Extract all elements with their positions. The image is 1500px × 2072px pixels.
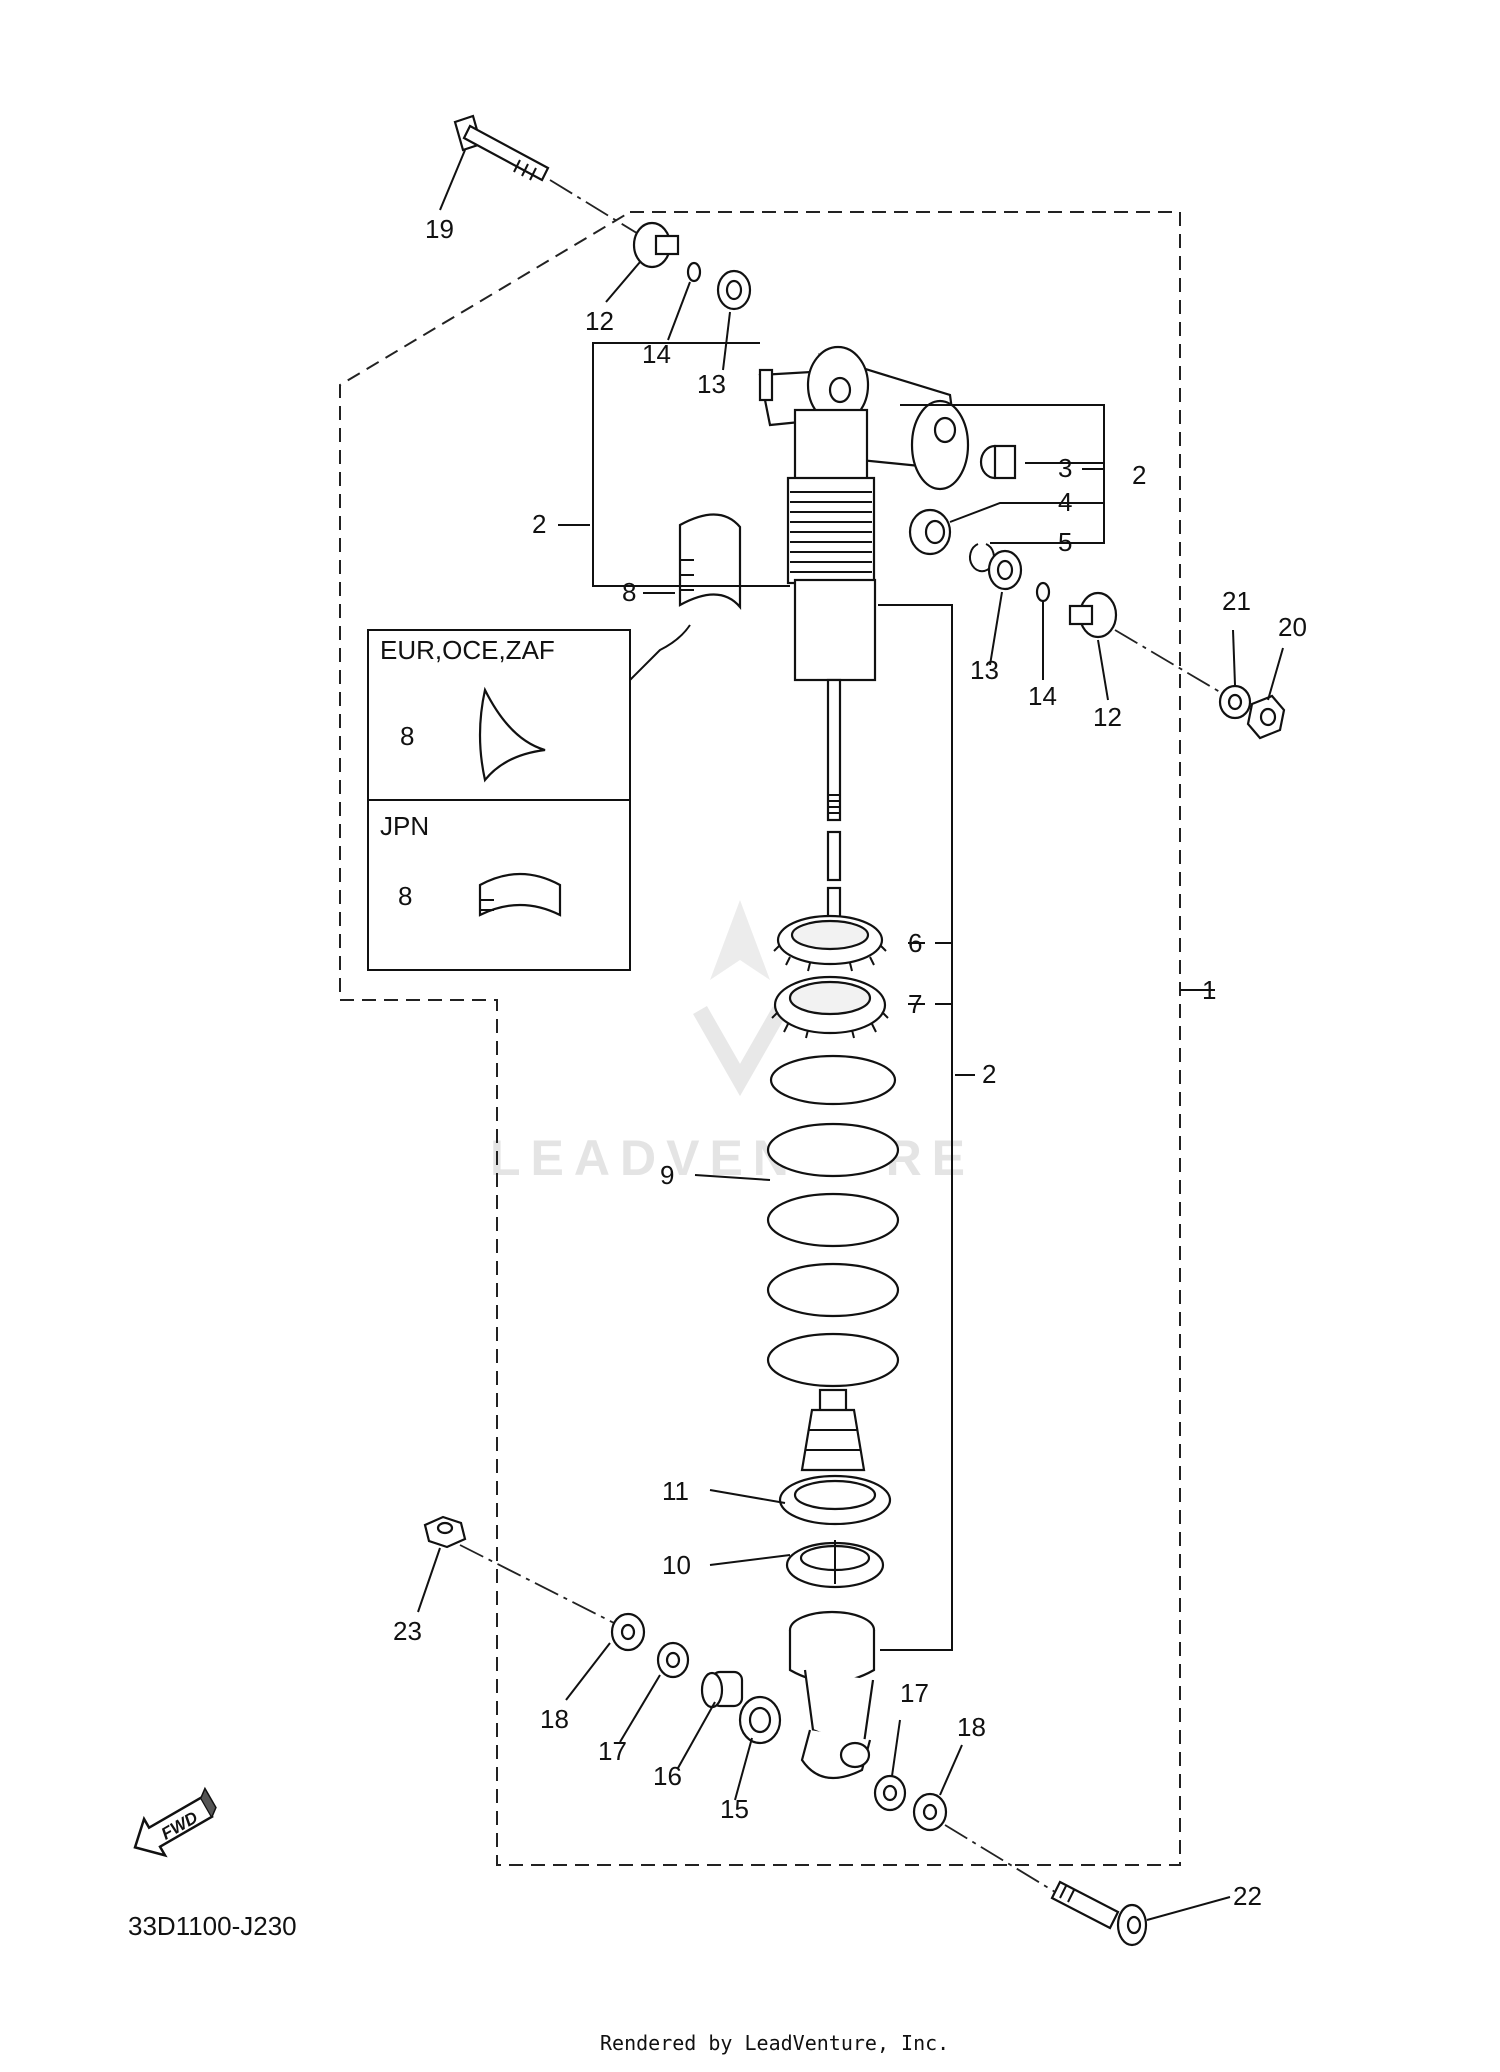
callout-10: 10 xyxy=(662,1550,691,1580)
part-8-label xyxy=(678,513,742,611)
callout-5: 5 xyxy=(1058,527,1072,557)
bracket-2-lead-4 xyxy=(949,502,1104,523)
part-14-oring-right xyxy=(1035,581,1051,603)
callout-2-right: 2 xyxy=(1132,460,1146,490)
callout-3: 3 xyxy=(1058,453,1072,483)
callout-23: 23 xyxy=(393,1616,422,1646)
callout-21: 21 xyxy=(1222,586,1251,616)
lower-clevis xyxy=(788,1610,876,1780)
part-11-spring-guide xyxy=(778,1474,892,1526)
part-22-bolt xyxy=(1050,1880,1148,1947)
callout-17-right: 17 xyxy=(900,1678,929,1708)
callout-19: 19 xyxy=(425,214,454,244)
bracket-2-lower xyxy=(878,604,953,1651)
part-12-collar-top xyxy=(632,221,680,269)
part-18-washer-right xyxy=(912,1792,948,1832)
callout-13-right: 13 xyxy=(970,655,999,685)
region-inset xyxy=(367,624,691,971)
callout-6: 6 xyxy=(908,928,922,958)
callout-2-left: 2 xyxy=(532,509,546,539)
callout-7: 7 xyxy=(908,989,922,1019)
part-17-collar-left xyxy=(656,1641,690,1679)
callout-12-right: 12 xyxy=(1093,702,1122,732)
region-callout-8-jpn: 8 xyxy=(398,881,412,911)
part-12-collar-right xyxy=(1068,591,1118,639)
bump-stop xyxy=(800,1388,866,1472)
callout-20: 20 xyxy=(1278,612,1307,642)
part-17-collar-right xyxy=(873,1774,907,1812)
part-13-seal-top xyxy=(716,269,752,311)
callout-8: 8 xyxy=(622,577,636,607)
leader-lines xyxy=(417,149,1284,1921)
axis-line-lower-left xyxy=(459,1544,619,1626)
render-credit: Rendered by LeadVenture, Inc. xyxy=(600,2031,949,2055)
axis-line-right xyxy=(1114,629,1226,696)
callout-9: 9 xyxy=(660,1160,674,1190)
axis-line-top xyxy=(549,179,641,236)
callout-1: 1 xyxy=(1202,975,1216,1005)
part-23-nut xyxy=(423,1515,467,1549)
callout-16: 16 xyxy=(653,1761,682,1791)
callout-15: 15 xyxy=(720,1794,749,1824)
part-21-washer xyxy=(1218,684,1252,720)
part-18-washer-left xyxy=(610,1612,646,1652)
part-10-spring-seat xyxy=(785,1540,885,1589)
part-16-spacer xyxy=(700,1670,744,1709)
callout-18-left: 18 xyxy=(540,1704,569,1734)
part-20-nut xyxy=(1246,694,1286,740)
region-label-jpn: JPN xyxy=(380,811,429,841)
part-15-bearing xyxy=(738,1695,782,1745)
bracket-2-upper xyxy=(592,342,790,587)
part-9-spring xyxy=(766,1054,900,1388)
bracket-2-right-top xyxy=(900,404,1105,544)
assembly-boundary xyxy=(339,211,1181,1866)
callout-18-right: 18 xyxy=(957,1712,986,1742)
callout-17-left: 17 xyxy=(598,1736,627,1766)
fwd-arrow-icon: FWD xyxy=(133,1786,217,1858)
shock-absorber-body xyxy=(758,345,970,920)
callout-14-top: 14 xyxy=(642,339,671,369)
callout-22: 22 xyxy=(1233,1881,1262,1911)
part-6-locknut xyxy=(773,914,887,972)
region-label-eur-oce-zaf: EUR,OCE,ZAF xyxy=(380,635,555,665)
part-14-oring-top xyxy=(686,261,702,283)
callout-11: 11 xyxy=(662,1476,689,1506)
callout-4: 4 xyxy=(1058,487,1072,517)
axis-line-lower-right xyxy=(944,1824,1061,1896)
region-callout-8-eur: 8 xyxy=(400,721,414,751)
callout-14-right: 14 xyxy=(1028,681,1057,711)
part-7-locknut xyxy=(771,975,889,1039)
part-3-bushing xyxy=(979,444,1017,480)
part-13-seal-right xyxy=(987,549,1023,591)
callout-2-lower: 2 xyxy=(982,1059,996,1089)
callout-12-top: 12 xyxy=(585,306,614,336)
diagram-code: 33D1100-J230 xyxy=(128,1911,297,1941)
callout-13-top: 13 xyxy=(697,369,726,399)
part-4-bearing xyxy=(908,508,952,556)
part-19-bolt xyxy=(453,114,550,182)
part-5-circlip xyxy=(969,543,995,573)
